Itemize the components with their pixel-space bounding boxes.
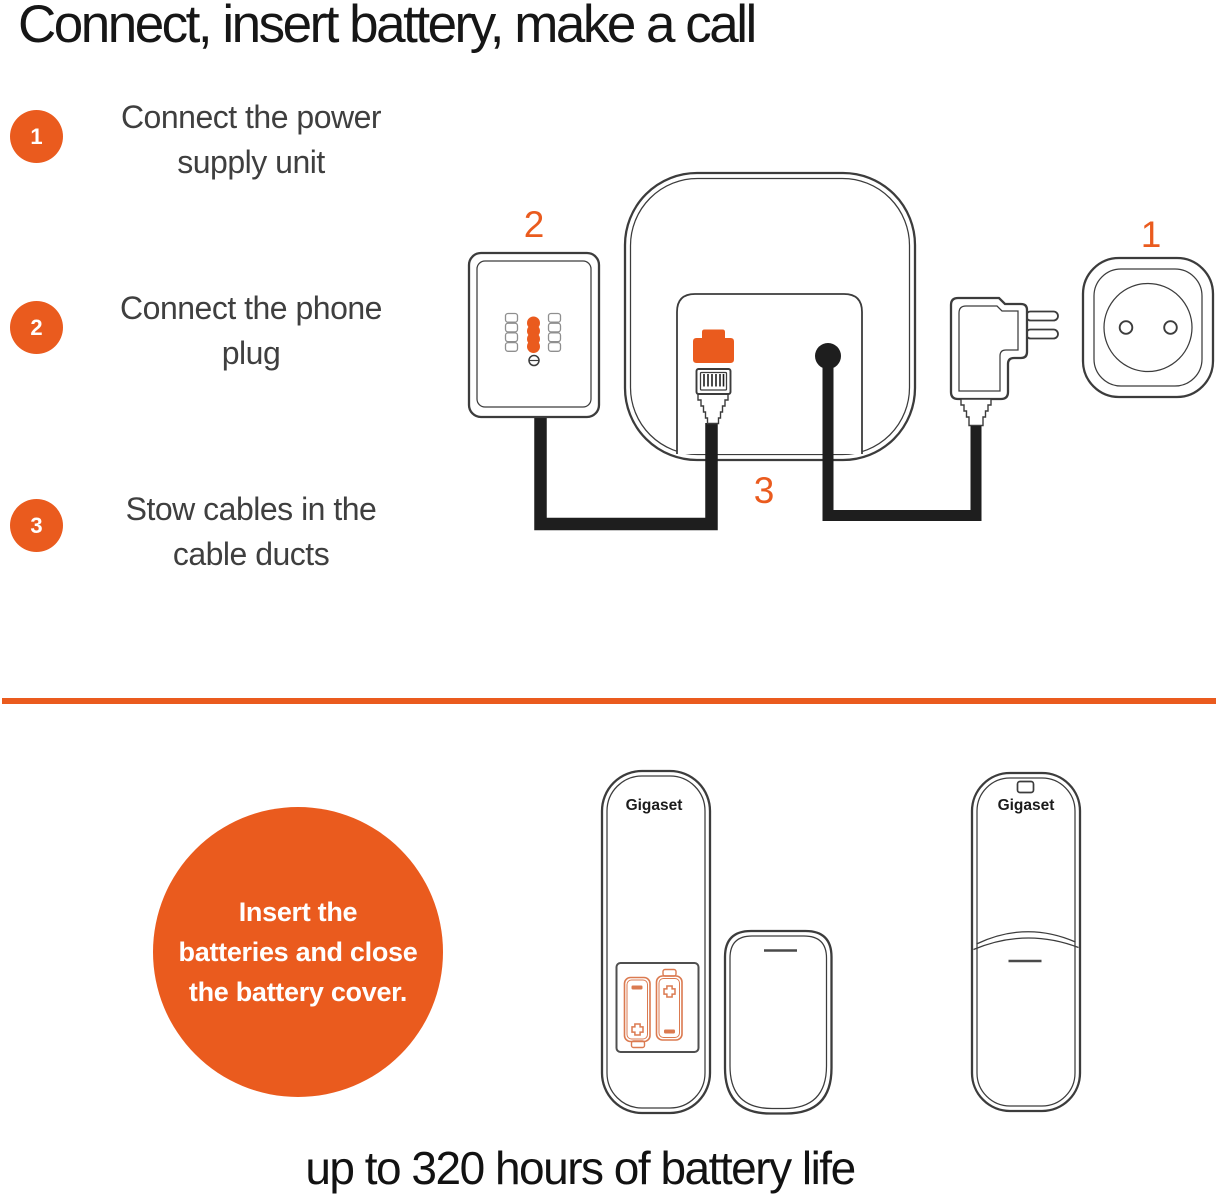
power-port <box>815 343 841 369</box>
phone-plug-icon <box>695 368 732 425</box>
diagram-label-cable-ducts: 3 <box>754 470 775 511</box>
plug-prong-bottom <box>1025 328 1059 340</box>
step-3-label: Stow cables in the cable ducts <box>125 491 377 572</box>
step-1-badge: 1 <box>10 110 63 163</box>
belt-clip-slot <box>1016 780 1035 794</box>
diagram-label-phone-socket: 2 <box>524 204 545 245</box>
power-supply-unit-icon <box>949 296 1059 427</box>
socket-slot-middle <box>527 316 540 353</box>
phone-wall-socket-icon <box>467 251 601 419</box>
battery-instruction-line-3: the battery cover. <box>188 977 408 1007</box>
phone-cable <box>534 412 718 531</box>
handset1-brand-logo: Gigaset <box>626 797 683 814</box>
phone-jack-port <box>693 329 734 363</box>
battery-instruction-line-2: batteries and close <box>178 937 418 967</box>
battery-instruction-bubble: Insert the batteries and close the batte… <box>153 807 443 1097</box>
plug-prong-top <box>1025 310 1059 322</box>
step-1-label: Connect the power supply unit <box>120 99 382 180</box>
step-2-badge: 2 <box>10 301 63 354</box>
section-divider <box>2 698 1216 704</box>
handset2-brand-logo: Gigaset <box>998 797 1055 814</box>
handset-open-back: Gigaset <box>600 769 712 1115</box>
battery-cover-icon <box>723 929 833 1115</box>
battery-instruction-line-1: Insert the <box>238 897 358 927</box>
handset-closed-back: Gigaset <box>970 771 1082 1113</box>
socket-slot-left <box>504 312 519 352</box>
step-2-label: Connect the phone plug <box>120 290 382 371</box>
diagram-label-power-outlet: 1 <box>1141 214 1162 255</box>
socket-screw <box>528 354 540 367</box>
step-1-number: 1 <box>30 123 43 149</box>
step-3-badge: 3 <box>10 499 63 552</box>
step-3-number: 3 <box>30 512 43 538</box>
power-cable <box>822 352 982 521</box>
base-station <box>623 171 917 462</box>
battery-life-caption: up to 320 hours of battery life <box>305 1142 856 1194</box>
battery-right-icon <box>655 968 683 1041</box>
battery-compartment <box>615 962 700 1053</box>
step-2-number: 2 <box>30 314 43 340</box>
cover-seam <box>976 931 1076 945</box>
page-title: Connect, insert battery, make a call <box>18 0 757 54</box>
socket-slot-right <box>547 312 562 352</box>
power-outlet-icon <box>1081 256 1215 399</box>
battery-left-icon <box>623 976 651 1049</box>
cover-seam-lower <box>973 937 1079 951</box>
adapter-strain-relief <box>960 398 992 427</box>
